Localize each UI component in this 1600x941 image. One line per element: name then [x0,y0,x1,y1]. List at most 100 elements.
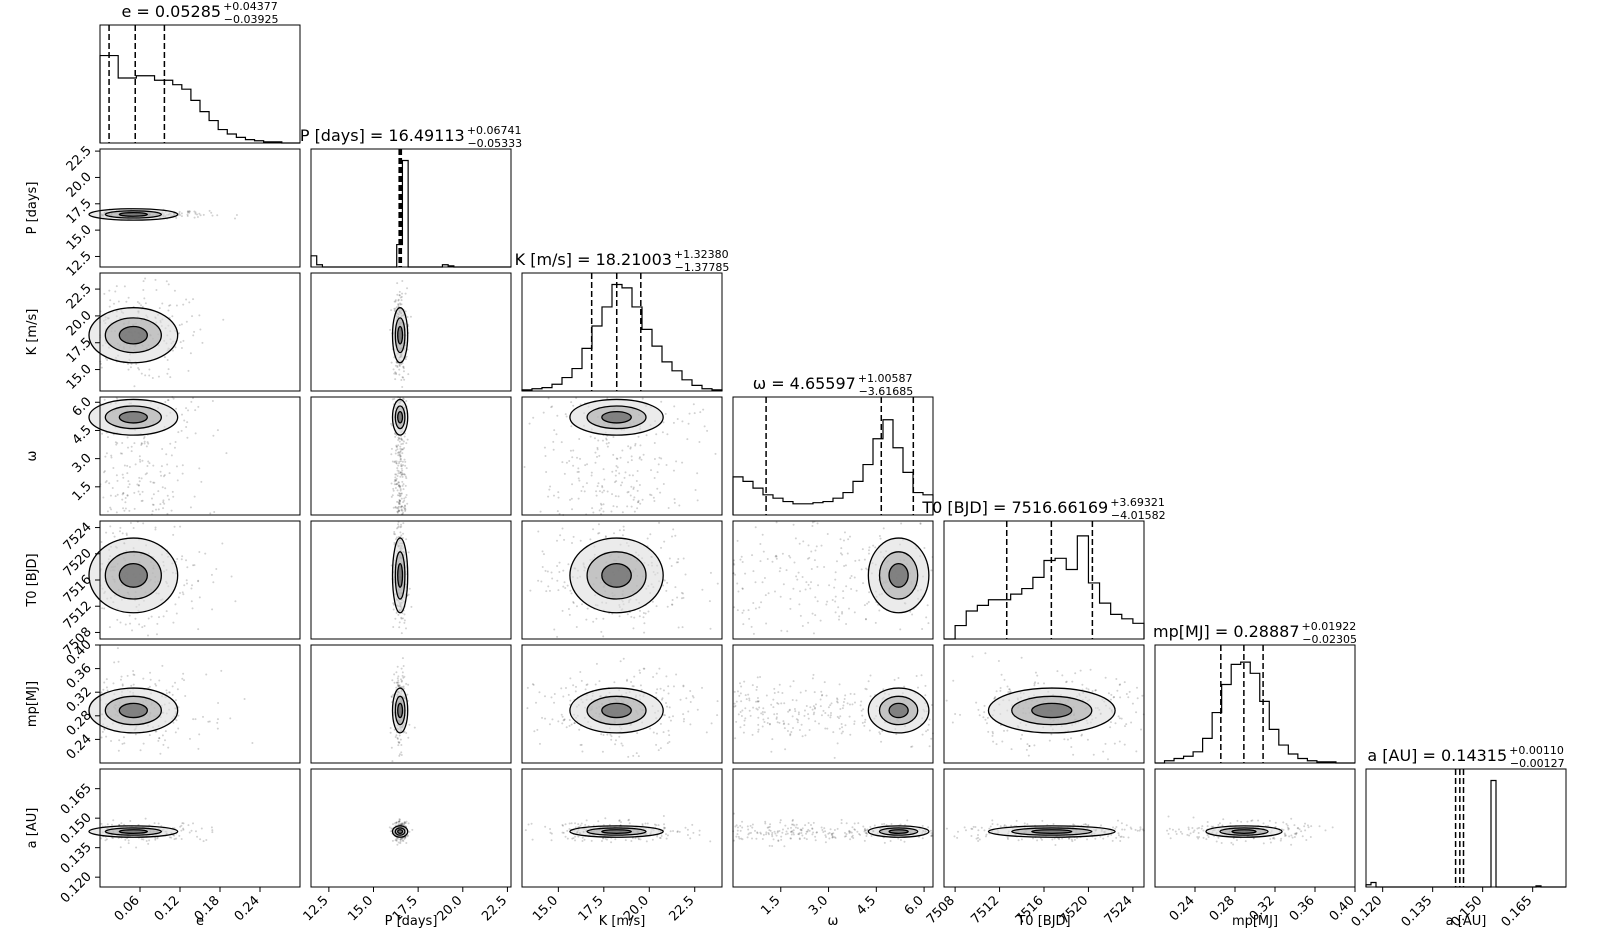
y-tick-label-T0: 7524 [61,520,95,554]
x-tick-label-w: 1.5 [758,893,783,918]
panel-frame [310,396,512,516]
panel-w-mp [732,644,934,764]
panel-P-T0 [310,520,512,640]
x-tick-label-w: 4.5 [854,893,879,918]
y-tick-label-a: 0.165 [58,781,95,818]
x-tick-label-w: 6.0 [902,893,927,918]
title-minus-e: −0.03925 [224,13,279,26]
contour-mp-a-2 [1231,829,1257,834]
y-tick-label-a: 0.120 [58,869,95,906]
histogram-P [310,159,511,268]
x-tick-label-P: 12.5 [301,893,332,924]
panel-a-a: a [AU] = 0.14315+0.00110−0.00127 0.120 0.1… [1349,744,1567,930]
contour-P-w-2 [397,411,404,424]
y-tick-label-P: 20.0 [64,170,95,201]
panel-frame [310,768,512,888]
panel-frame [732,396,934,516]
x-tick-label-a: 0.120 [1349,893,1386,930]
contour-w-T0-2 [888,562,909,588]
y-tick-label-T0: 7512 [61,598,95,632]
title-plus-mp: +0.01922 [1302,620,1357,633]
histogram-a [1365,779,1566,888]
panel-w-w: ω = 4.65597+1.00587−3.61685 [732,372,934,516]
title-w: ω = 4.65597+1.00587−3.61685 [753,372,914,398]
panel-frame [310,148,512,268]
histogram-e [99,54,300,144]
title-K: K [m/s] = 18.21003+1.32380−1.37785 [515,248,730,274]
y-tick-label-K: 15.0 [64,362,95,393]
panel-frame [943,644,1145,764]
x-axis-label-T0: T0 [BJD] [1016,914,1070,929]
title-minus-P: −0.05333 [467,137,522,150]
panel-frame [521,768,723,888]
panel-frame [1154,644,1356,764]
contour-e-K-2 [118,325,148,345]
contour-T0-mp-2 [1031,702,1073,719]
y-axis-label-mp: mp[MJ] [25,681,40,727]
panel-frame [1154,768,1356,888]
panel-P-w [310,396,512,516]
contour-K-mp-2 [601,702,632,719]
title-plus-K: +1.32380 [674,248,729,261]
panel-w-T0 [732,520,934,640]
contour-P-K-2 [397,325,404,345]
panel-frame [521,644,723,764]
x-tick-label-P: 15.0 [345,893,376,924]
x-tick-label-P: 20.0 [435,893,466,924]
y-tick-label-P: 15.0 [64,222,95,253]
y-axis-label-P: P [days] [25,182,40,235]
x-axis-label-mp: mp[MJ] [1232,914,1278,929]
panel-frame [99,644,301,764]
x-tick-label-mp: 0.36 [1287,893,1318,924]
panel-frame [99,272,301,392]
panel-P-mp [310,644,512,764]
panel-frame [1365,768,1567,888]
panel-e-w: 1.53.04.56.0ω [25,394,301,516]
x-axis-label-a: a [AU] [1446,914,1487,929]
title-a: a [AU] = 0.14315+0.00110−0.00127 [1367,744,1564,770]
panel-mp-mp: mp[MJ] = 0.28887+0.01922−0.02305 [1153,620,1357,764]
panel-T0-mp [943,644,1145,764]
x-axis-label-w: ω [828,914,839,929]
panel-frame [99,768,301,888]
contour-e-w-2 [118,411,148,424]
panel-frame [310,520,512,640]
panel-frame [99,396,301,516]
y-axis-label-a: a [AU] [25,808,40,849]
histogram-T0 [944,535,1145,640]
y-tick-label-mp: 0.24 [64,732,95,763]
panel-P-P: P [days] = 16.49113+0.06741−0.05333 [300,124,522,268]
y-tick-label-P: 17.5 [64,196,95,227]
y-tick-label-w: 1.5 [70,479,95,504]
title-plus-w: +1.00587 [858,372,913,385]
x-tick-label-T0: 7508 [924,893,958,927]
title-T0: T0 [BJD] = 7516.66169+3.69321−4.01582 [921,496,1165,522]
x-axis-label-P: P [days] [385,914,438,929]
x-tick-label-mp: 0.24 [1167,893,1198,924]
panel-K-T0 [521,520,723,640]
x-tick-label-e: 0.06 [112,893,143,924]
y-tick-label-P: 12.5 [64,249,95,280]
title-minus-mp: −0.02305 [1302,633,1357,646]
panel-frame [521,396,723,516]
x-tick-label-T0: 7524 [1102,893,1136,927]
x-tick-label-P: 22.5 [479,893,510,924]
panel-K-K: K [m/s] = 18.21003+1.32380−1.37785 [515,248,730,392]
panel-K-mp [521,644,723,764]
title-minus-K: −1.37785 [675,261,730,274]
contour-P-T0-2 [397,562,404,588]
title-e: e = 0.05285+0.04377−0.03925 [121,0,278,26]
histogram-w [732,419,934,515]
y-tick-label-a: 0.135 [58,840,95,877]
x-tick-label-a: 0.135 [1399,893,1436,930]
title-plus-e: +0.04377 [223,0,278,13]
title-plus-P: +0.06741 [467,124,522,137]
contour-e-a-2 [118,829,148,834]
